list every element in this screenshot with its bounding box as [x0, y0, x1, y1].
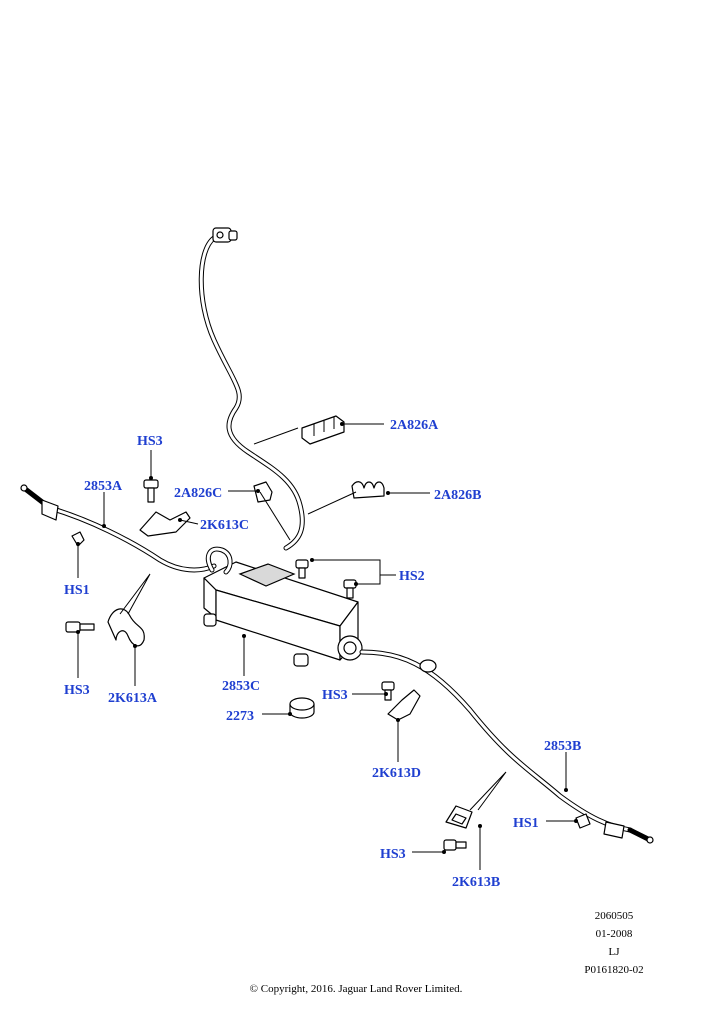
- callout-2a826c[interactable]: 2A826C: [174, 486, 222, 501]
- callout-2853a[interactable]: 2853A: [84, 479, 123, 494]
- leader-lines: [76, 422, 578, 870]
- bracket-2k613a: [107, 608, 145, 647]
- callout-hs3-mid[interactable]: HS3: [322, 688, 348, 703]
- cable-2853a: [20, 484, 217, 573]
- callout-2k613a[interactable]: 2K613A: [108, 691, 158, 706]
- reference-code-2: P0161820-02: [584, 964, 643, 976]
- bolt-hs3-mid: [381, 681, 395, 701]
- bracket-2k613c: [139, 511, 191, 537]
- callout-hs3-top[interactable]: HS3: [137, 434, 163, 449]
- callout-2273[interactable]: 2273: [226, 709, 254, 724]
- callout-2853b[interactable]: 2853B: [544, 739, 581, 754]
- upper-cable: [198, 235, 305, 551]
- callout-2k613d[interactable]: 2K613D: [372, 766, 421, 781]
- clip-2a826c: [253, 481, 273, 503]
- callout-2k613c[interactable]: 2K613C: [200, 518, 249, 533]
- reference-date: 01-2008: [596, 928, 633, 940]
- copyright-notice: © Copyright, 2016. Jaguar Land Rover Lim…: [250, 983, 463, 995]
- reference-code-1: 2060505: [595, 910, 634, 922]
- callout-2a826b[interactable]: 2A826B: [434, 488, 481, 503]
- callout-2k613b[interactable]: 2K613B: [452, 875, 500, 890]
- callout-hs2[interactable]: HS2: [399, 569, 425, 584]
- bolt-hs3-bottom: [443, 839, 467, 851]
- callout-2a826a[interactable]: 2A826A: [390, 418, 439, 433]
- callout-hs1-left[interactable]: HS1: [64, 583, 90, 598]
- bracket-2k613d: [387, 689, 421, 721]
- bolt-hs3-top: [143, 479, 159, 503]
- actuator-2853c: [203, 546, 363, 667]
- drawing-reference-block: 2060505 01-2008 LJ P0161820-02: [584, 910, 643, 976]
- upper-cable-connector: [212, 227, 238, 243]
- clip-2a826b: [351, 481, 385, 499]
- bolt-hs3-left: [65, 621, 95, 633]
- reference-model: LJ: [609, 946, 621, 958]
- callout-labels: 2A826A 2A826B 2A826C 2K613C 2853A HS3 HS…: [64, 418, 581, 890]
- cable-2853b: [359, 649, 654, 844]
- callout-hs1-right[interactable]: HS1: [513, 816, 539, 831]
- bracket-2k613b: [445, 805, 473, 829]
- callout-hs3-left[interactable]: HS3: [64, 683, 90, 698]
- callout-2853c[interactable]: 2853C: [222, 679, 260, 694]
- clip-hs1-left: [71, 531, 85, 547]
- callout-hs3-bottom[interactable]: HS3: [380, 847, 406, 862]
- clip-hs1-right: [575, 813, 591, 829]
- mount-2273: [289, 697, 315, 719]
- clip-2a826a: [301, 415, 345, 445]
